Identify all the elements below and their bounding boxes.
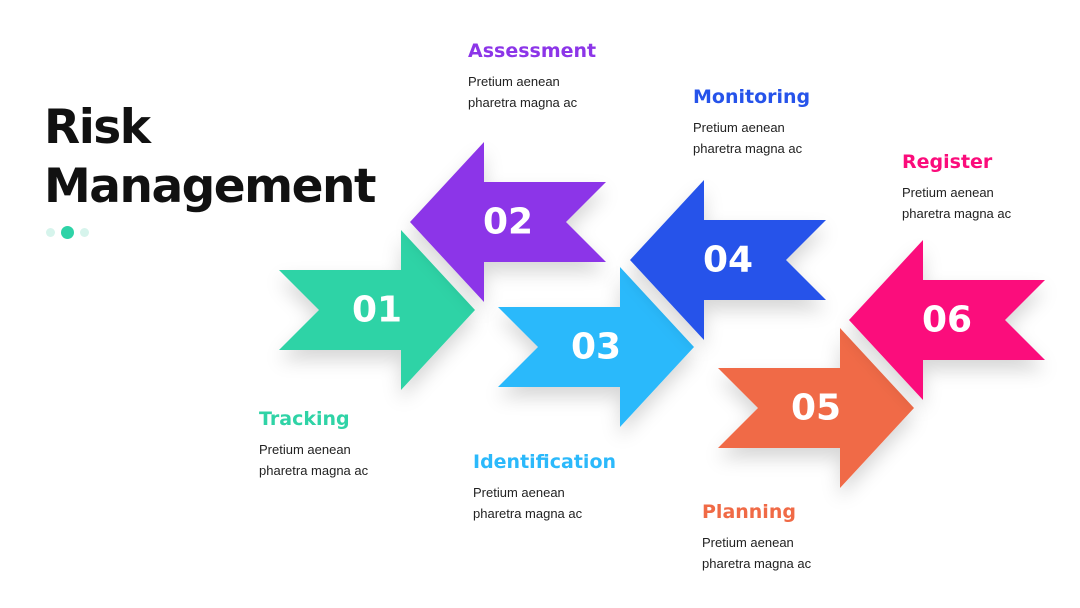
page-title: Risk Management [44,98,376,216]
step-number-3: 03 [571,327,621,368]
indicator-dot-3 [80,228,89,237]
step-1-description: Pretium aenean pharetra magna ac [259,442,369,478]
step-4-title: Monitoring [693,86,811,108]
step-arrow-shape-1 [279,230,475,390]
indicator-dot-2 [61,226,74,239]
step-arrow-shape-5 [718,328,914,488]
step-arrow-4: 04 [630,180,826,340]
step-number-5: 05 [791,388,841,429]
step-5-description: Pretium aenean pharetra magna ac [702,535,812,571]
step-6-title: Register [902,151,993,173]
step-arrow-shape-2 [410,142,606,302]
step-label-6: Register Pretium aenean pharetra magna a… [902,150,1080,224]
step-label-3: Identification Pretium aenean pharetra m… [473,450,693,524]
step-1-title: Tracking [259,408,350,430]
step-arrow-shape-3 [498,267,694,427]
step-3-title: Identification [473,451,617,473]
step-arrow-3: 03 [498,267,694,427]
step-arrow-shape-6 [849,240,1045,400]
step-arrow-1: 01 [279,230,475,390]
step-2-title: Assessment [468,40,597,62]
step-arrow-shape-4 [630,180,826,340]
step-arrow-6: 06 [849,240,1045,400]
title-line-1: Risk [44,100,151,155]
step-number-6: 06 [922,300,972,341]
step-5-title: Planning [702,501,796,523]
step-label-4: Monitoring Pretium aenean pharetra magna… [693,85,913,159]
step-2-description: Pretium aenean pharetra magna ac [468,74,578,110]
step-label-1: Tracking Pretium aenean pharetra magna a… [259,407,479,481]
step-4-description: Pretium aenean pharetra magna ac [693,120,803,156]
step-arrow-5: 05 [718,328,914,488]
step-label-5: Planning Pretium aenean pharetra magna a… [702,500,922,574]
indicator-dot-1 [46,228,55,237]
step-arrow-2: 02 [410,142,606,302]
step-6-description: Pretium aenean pharetra magna ac [902,185,1012,221]
step-number-4: 04 [703,240,753,281]
step-label-2: Assessment Pretium aenean pharetra magna… [468,39,688,113]
step-3-description: Pretium aenean pharetra magna ac [473,485,583,521]
title-line-2: Management [44,159,376,214]
step-number-2: 02 [483,202,533,243]
step-number-1: 01 [352,290,402,331]
